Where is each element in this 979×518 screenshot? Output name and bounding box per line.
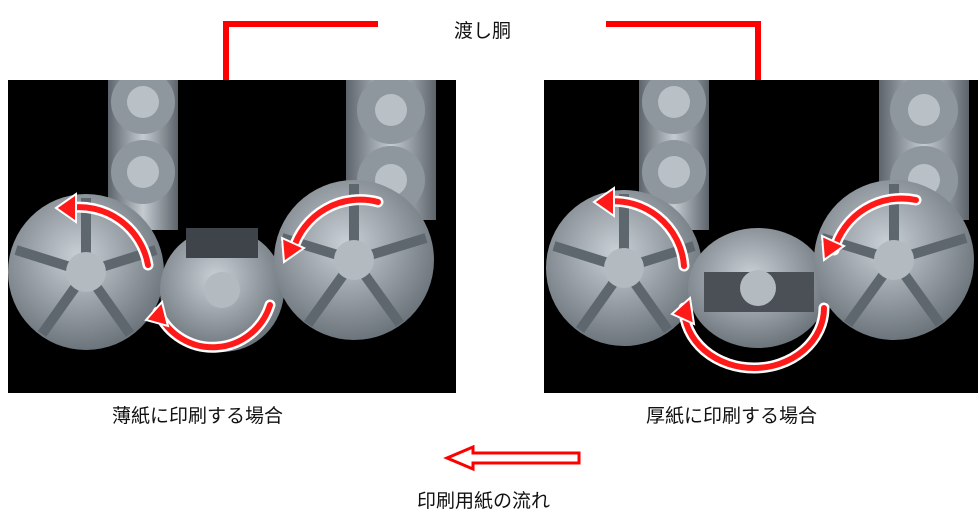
thick-paper-image	[544, 80, 978, 393]
thin-paper-caption: 薄紙に印刷する場合	[112, 405, 284, 427]
impression-drum-left-thick	[546, 190, 702, 346]
impression-drum-left	[8, 194, 164, 350]
transfer-drum-center	[160, 228, 284, 352]
transfer-drum-center-thick	[688, 228, 828, 348]
transfer-drum-label: 渡し胴	[454, 20, 512, 42]
thick-paper-caption: 厚紙に印刷する場合	[646, 405, 818, 427]
paper-flow-arrow-icon	[443, 444, 581, 472]
thin-paper-image	[8, 80, 456, 393]
paper-flow-caption: 印刷用紙の流れ	[417, 490, 551, 512]
